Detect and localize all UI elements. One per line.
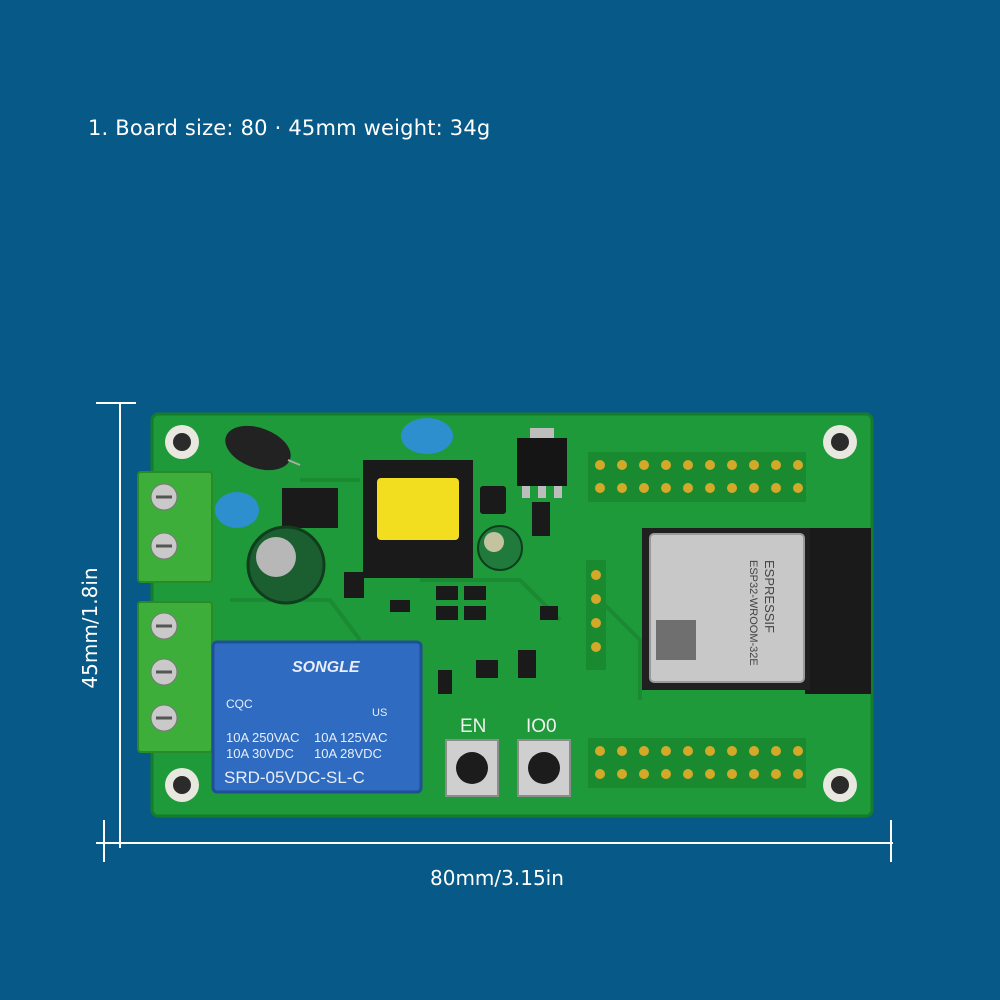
blue-capacitor [215,418,453,528]
ntc-thermistor [225,425,301,471]
en-button-label: EN [460,716,486,737]
transformer [363,460,473,578]
esp32-module: ESPRESSIF ESP32-WROOM-32E [642,528,871,694]
relay-cert: CQC [226,697,253,711]
relay-rating-2a: 10A 30VDC [226,746,294,761]
height-dimension-line [96,402,136,848]
io0-button [517,739,571,797]
relay-brand: SONGLE [292,659,361,676]
diode [480,486,506,514]
en-button [445,739,499,797]
bottom-header-pins [588,738,806,788]
relay-model: SRD-05VDC-SL-C [224,768,365,787]
width-dimension-line [103,820,893,862]
terminal-block-relay [137,601,213,753]
smd-components [344,502,558,694]
height-label: 45mm/1.8in [78,567,102,689]
relay-rating-1a: 10A 250VAC [226,730,299,745]
serial-header-pins [586,560,606,670]
board-size-caption: 1. Board size: 80 · 45mm weight: 34g [88,116,491,140]
relay-rating-1b: 10A 125VAC [314,730,387,745]
io0-button-label: IO0 [526,716,557,737]
electrolytic-capacitor [246,525,326,605]
voltage-regulator [517,428,567,498]
relay-rating-2b: 10A 28VDC [314,746,382,761]
terminal-block-power [137,471,213,583]
module-brand: ESPRESSIF [762,560,777,633]
width-label: 80mm/3.15in [430,866,564,890]
relay: SONGLE CQC US 10A 250VAC 10A 125VAC 10A … [211,640,423,794]
top-header-pins [588,452,806,502]
bridge-rectifier [282,488,338,528]
small-capacitor [477,525,523,571]
relay-cert-us: US [372,707,387,719]
mounting-hole [165,425,857,802]
module-model: ESP32-WROOM-32E [747,560,759,666]
